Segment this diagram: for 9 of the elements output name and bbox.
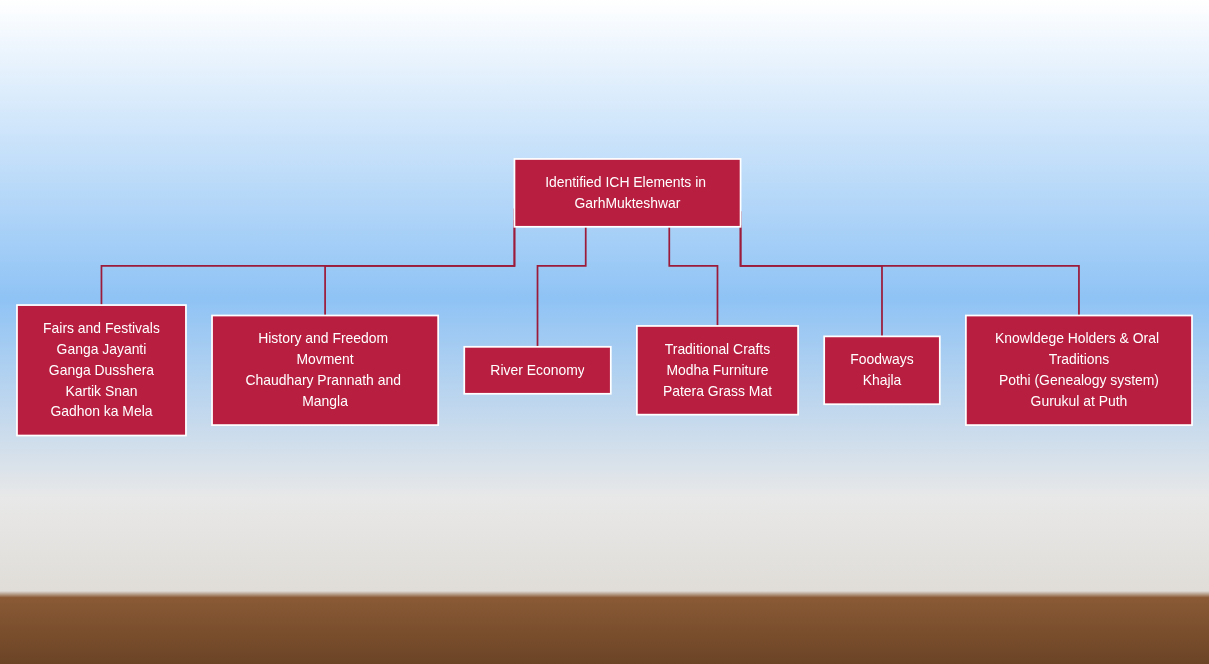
node-box: Foodways Khajla <box>823 335 941 405</box>
connector <box>536 225 587 348</box>
node-box: Fairs and Festivals Ganga Jayanti Ganga Dusshera Kartik Snan Gadhon ka Mela <box>16 303 187 437</box>
node-box: River Economy <box>463 345 612 395</box>
node-box: Identified ICH Elements in GarhMukteshwar <box>513 157 742 228</box>
node-box: Traditional Crafts Modha Furniture Patera Grass Mat <box>636 324 799 416</box>
node-box: Knowldege Holders & Oral Traditions Pothi (Genealogy system) Gurukul at Puth <box>965 314 1193 426</box>
connector <box>668 225 719 327</box>
node-box: History and Freedom Movment Chaudhary Prannath and Mangla <box>211 314 440 426</box>
